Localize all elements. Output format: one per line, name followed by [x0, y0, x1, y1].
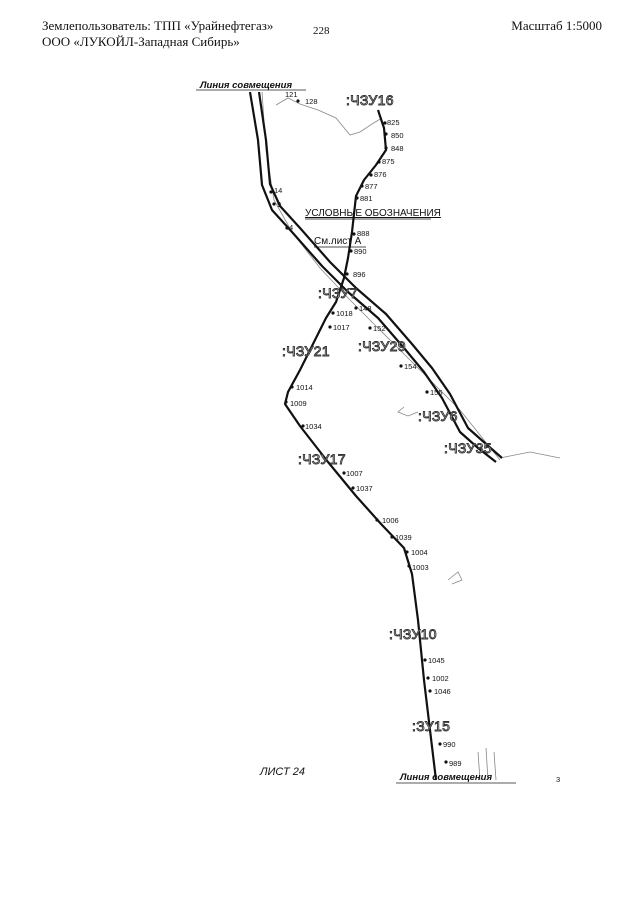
point-label: 825	[387, 118, 400, 127]
point-label: 1007	[346, 469, 363, 478]
point-label: 848	[391, 144, 404, 153]
plot-label: :ЧЗУ7	[318, 285, 358, 301]
point-label: 1037	[356, 484, 373, 493]
corridor-b	[283, 109, 438, 781]
point-label: 990	[443, 740, 456, 749]
match-line-top-label: Линия совмещения	[199, 80, 292, 91]
sheet-label: ЛИСТ 24	[259, 766, 305, 778]
point-label: 1018	[336, 309, 353, 318]
point-label: 154	[404, 362, 417, 371]
plot-labels: :ЧЗУ16 :ЧЗУ7 :ЧЗУ29 :ЧЗУ21 :ЧЗУ6 :ЧЗУ35 …	[282, 92, 492, 735]
page-number: 228	[313, 25, 330, 37]
point-label: 128	[305, 97, 318, 106]
plot-label: :ЧЗУ16	[346, 92, 394, 108]
point-label: 1006	[382, 516, 399, 525]
point-label: 1034	[305, 422, 322, 431]
point-label: 1014	[296, 383, 313, 392]
plot-label: :ЧЗУ17	[298, 451, 346, 467]
corridor-a	[248, 91, 503, 463]
point-label: 876	[374, 170, 387, 179]
plot-label: :ЗУ15	[412, 718, 450, 734]
plot-label: :ЧЗУ35	[444, 440, 492, 456]
plot-label: :ЧЗУ29	[358, 338, 406, 354]
plot-label: :ЧЗУ6	[418, 408, 458, 424]
point-label: 9	[277, 200, 281, 209]
land-user-line: Землепользователь: ТПП «Урайнефтегаз»	[42, 18, 274, 33]
point-label: 877	[365, 182, 378, 191]
point-label: 888	[357, 229, 370, 238]
point-label: 152	[373, 324, 386, 333]
point-label: 1004	[411, 548, 428, 557]
legend-reference: См.лист А	[314, 236, 362, 247]
point-label: 14	[274, 186, 282, 195]
point-label: 1002	[432, 674, 449, 683]
point-label: 989	[449, 759, 462, 768]
point-label: 4	[289, 223, 293, 232]
point-label: 121	[285, 90, 298, 99]
point-label: 896	[353, 270, 366, 279]
point-label: 148	[359, 304, 372, 313]
company-line: ООО «ЛУКОЙЛ-Западная Сибирь»	[42, 34, 240, 49]
point-label: 155	[430, 388, 443, 397]
survey-point-markers	[269, 99, 448, 764]
point-label: 1017	[333, 323, 350, 332]
legend-title: УСЛОВНЫЕ ОБОЗНАЧЕНИЯ	[305, 208, 441, 219]
point-number-labels: 121 128 825 850 848 875 876 877 881 14 9…	[274, 90, 462, 768]
point-label: 1045	[428, 656, 445, 665]
scale-label: Масштаб 1:5000	[511, 18, 602, 33]
point-label: 875	[382, 157, 395, 166]
point-label: 850	[391, 131, 404, 140]
point-label: 1046	[434, 687, 451, 696]
point-label: 890	[354, 247, 367, 256]
match-line-bottom-label: Линия совмещения	[399, 772, 492, 783]
corner-mark: 3	[556, 775, 560, 784]
point-label: 1009	[290, 399, 307, 408]
point-label: 881	[360, 194, 373, 203]
plot-label: :ЧЗУ10	[389, 626, 437, 642]
plot-label: :ЧЗУ21	[282, 343, 330, 359]
point-label: 1039	[395, 533, 412, 542]
point-label: 1003	[412, 563, 429, 572]
